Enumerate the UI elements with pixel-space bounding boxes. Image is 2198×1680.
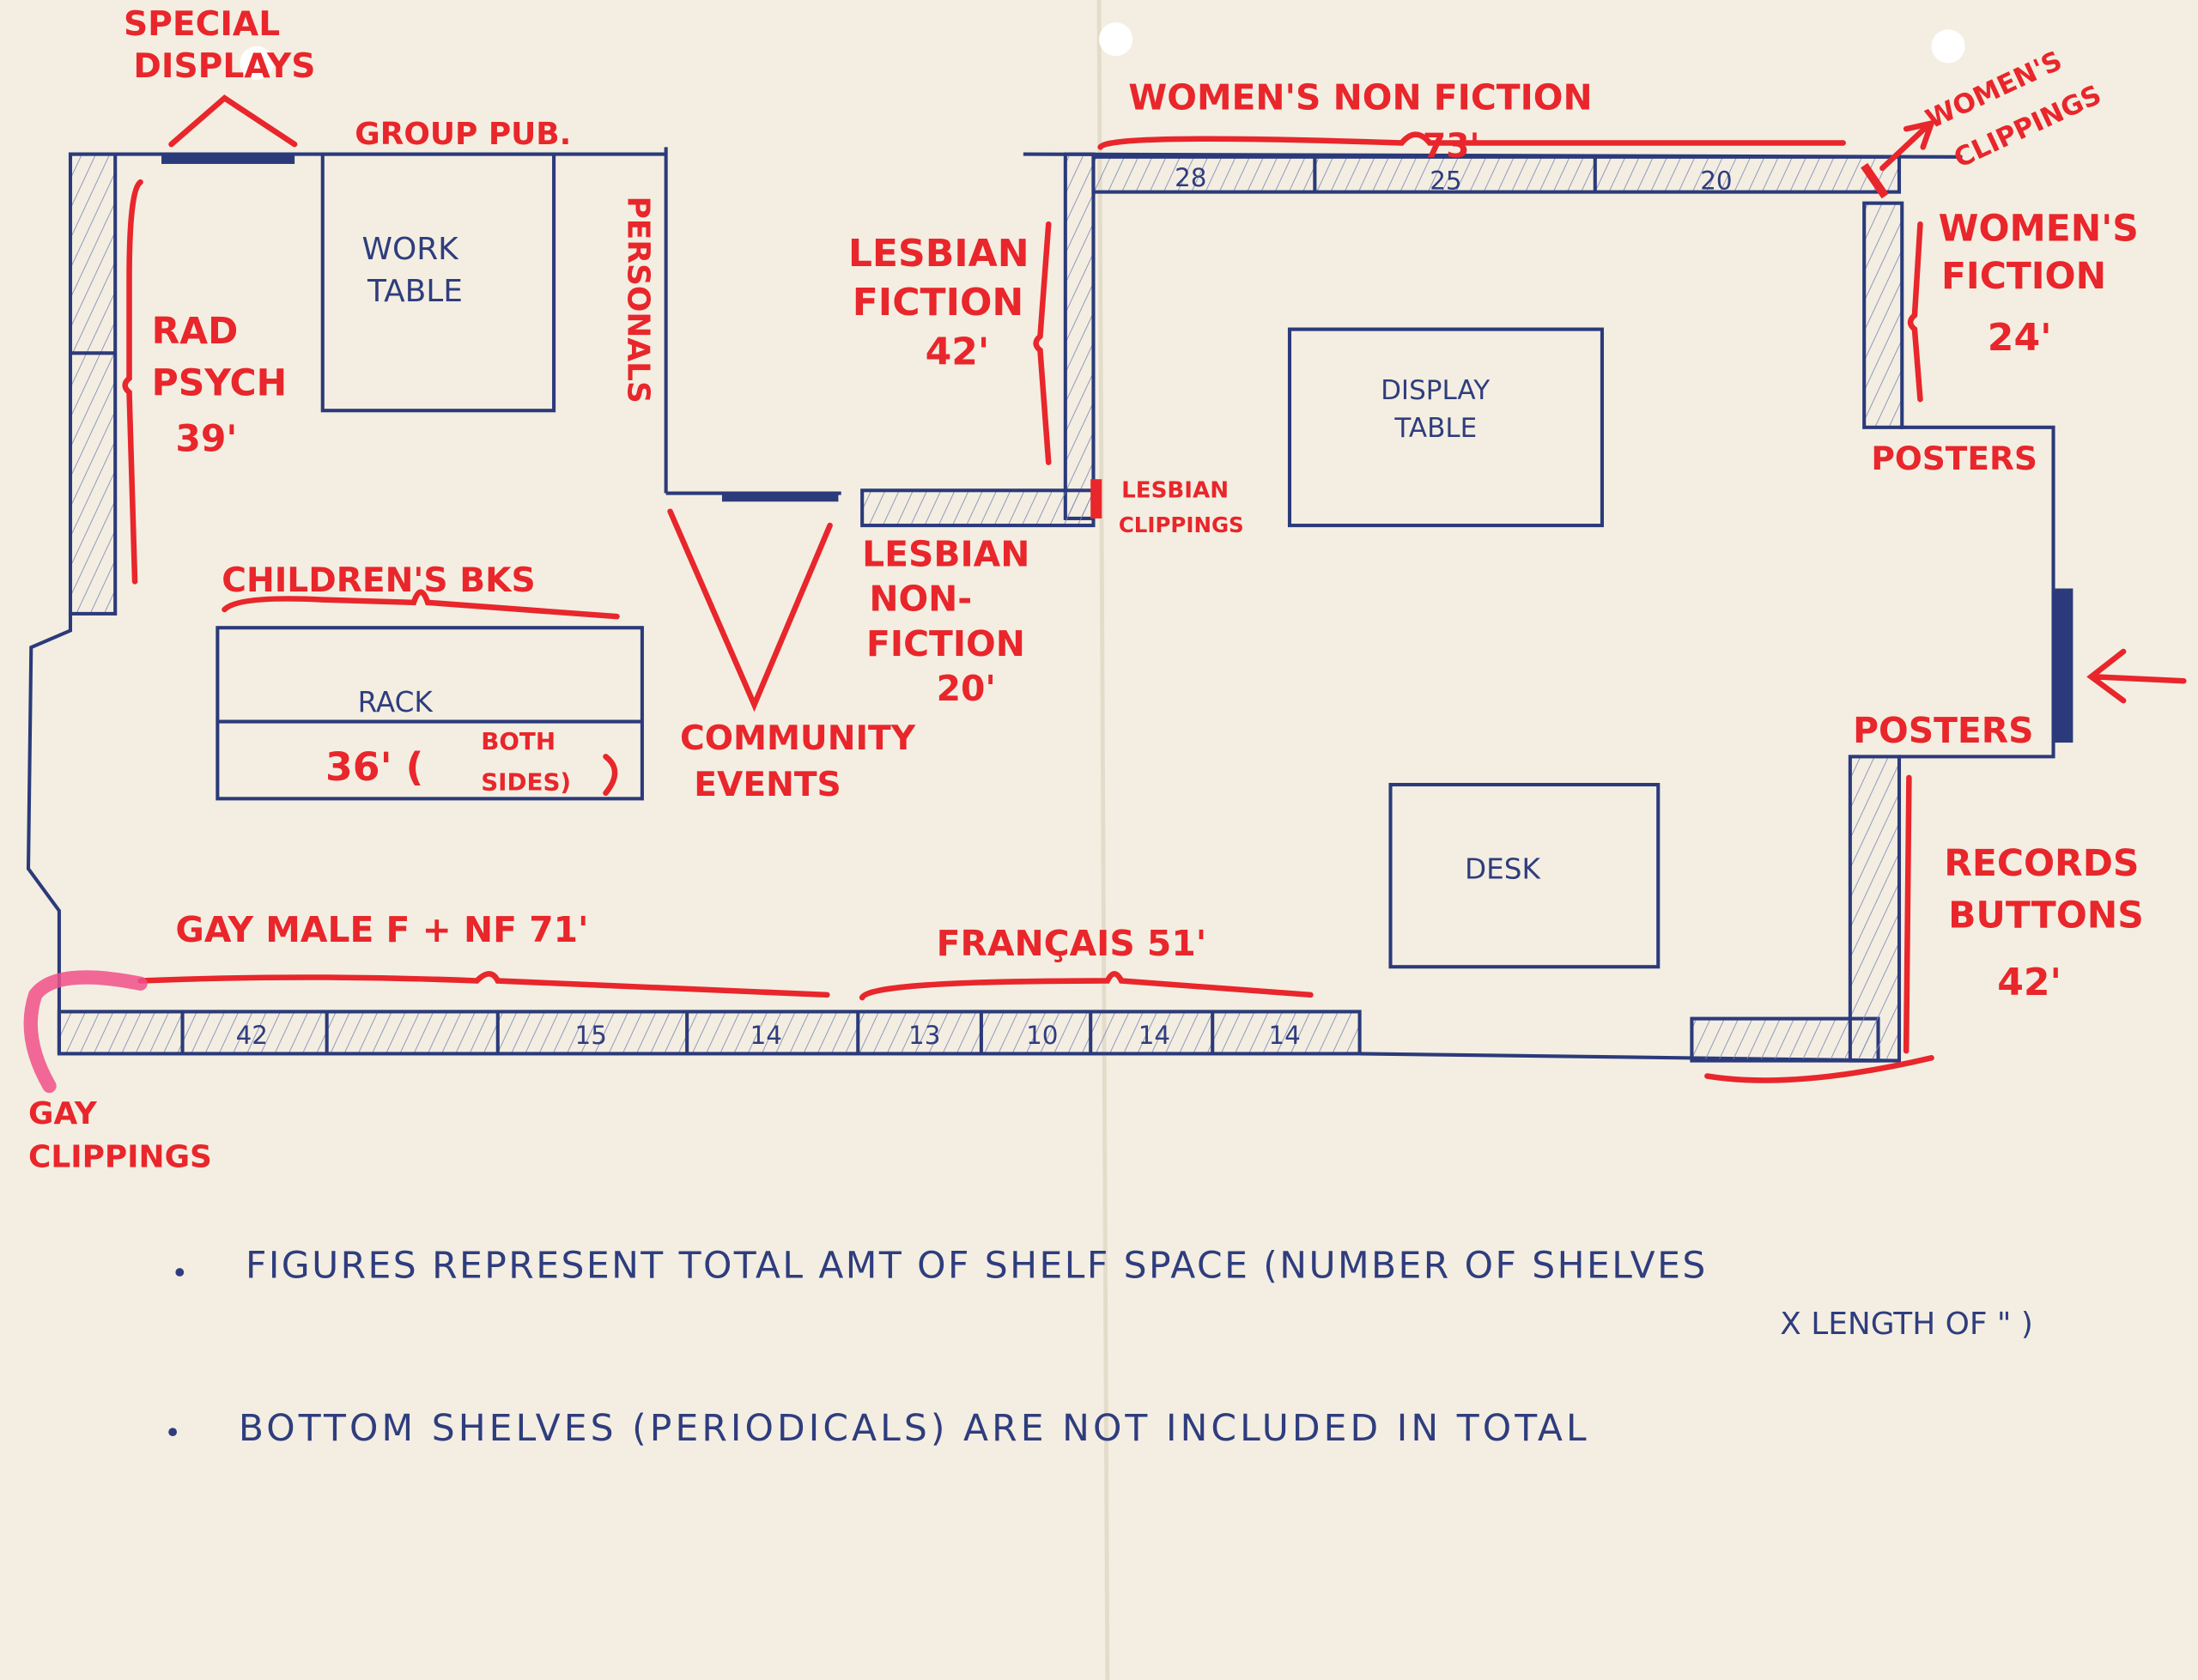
- shelf-value: 20: [1700, 166, 1732, 195]
- label-lesbian-clippings: CLIPPINGS: [1119, 512, 1244, 537]
- label-special-displays: SPECIAL: [124, 5, 280, 44]
- shelf-value: 15: [575, 1021, 607, 1050]
- shelf-lesbian-nonfiction: [860, 488, 1096, 528]
- label-childrens-bks: CHILDREN'S BKS: [222, 561, 535, 600]
- shelf-rad-psych: [68, 152, 118, 616]
- label-lesbian-clippings: LESBIAN: [1121, 477, 1229, 503]
- label-rad-psych: RAD: [152, 311, 239, 353]
- label-womens-nonfiction-size: 73': [1423, 127, 1479, 166]
- label-personals: PERSONALS: [621, 197, 656, 403]
- label-lesbian-nonfiction: LESBIAN: [862, 533, 1029, 574]
- special-displays-shelf: [161, 155, 295, 164]
- label-womens-fiction: FICTION: [1941, 256, 2106, 298]
- label-work-table: TABLE: [367, 274, 463, 309]
- note-1-continued: X LENGTH OF " ): [1780, 1307, 2033, 1342]
- label-rad-psych: PSYCH: [152, 362, 288, 404]
- label-records-buttons: BUTTONS: [1948, 895, 2144, 937]
- walls: [26, 147, 2074, 1063]
- shelf-value: 14: [1268, 1021, 1300, 1050]
- shelf-bottom: [57, 1010, 1362, 1056]
- entrance-door: [2055, 588, 2074, 743]
- shelf-records-vertical: [1848, 755, 1902, 1063]
- label-posters-top: POSTERS: [1871, 440, 2037, 477]
- label-francais: FRANÇAIS 51': [937, 923, 1207, 964]
- punch-hole: [1099, 22, 1133, 57]
- label-gay-clippings: GAY: [28, 1096, 98, 1131]
- label-rack-size: BOTH: [481, 727, 556, 755]
- label-lesbian-fiction: FICTION: [853, 281, 1024, 324]
- label-womens-fiction: WOMEN'S: [1939, 209, 2139, 251]
- brackets: [122, 94, 1934, 1083]
- label-womens-fiction-size: 24': [1988, 316, 2052, 360]
- punch-hole: [240, 45, 274, 81]
- label-gay-male: GAY MALE F + NF 71': [175, 909, 588, 950]
- label-lesbian-fiction-size: 42': [926, 330, 990, 373]
- shelf-value: 42: [236, 1021, 268, 1050]
- shelf-value: 13: [908, 1021, 940, 1050]
- note-2: BOTTOM SHELVES (PERIODICALS) ARE NOT INC…: [239, 1408, 1590, 1450]
- label-desk: DESK: [1465, 852, 1541, 885]
- label-display-table: DISPLAY: [1381, 375, 1490, 406]
- label-rad-psych-size: 39': [175, 419, 237, 461]
- label-lesbian-fiction: LESBIAN: [848, 232, 1029, 276]
- shelf-womens-fiction: [1862, 201, 1904, 429]
- label-rack-size: SIDES): [481, 768, 571, 797]
- label-lesbian-nonfiction-size: 20': [937, 668, 996, 709]
- label-gay-clippings: CLIPPINGS: [28, 1140, 212, 1175]
- note-bullet: [168, 1428, 178, 1436]
- label-community-events: EVENTS: [694, 766, 841, 804]
- arrow-up-right-icon: [1879, 119, 1936, 172]
- label-records-buttons: RECORDS: [1944, 843, 2139, 885]
- shelf-womens-nonfiction: [1091, 155, 1902, 194]
- label-group-pub: GROUP PUB.: [355, 117, 571, 152]
- label-lesbian-nonfiction: FICTION: [866, 623, 1025, 664]
- label-community-events: COMMUNITY: [680, 719, 916, 758]
- shelf-value: 14: [750, 1021, 782, 1050]
- label-work-table: WORK: [361, 232, 459, 267]
- work-table: [320, 152, 556, 413]
- gay-clippings-pointer: [23, 970, 148, 1094]
- label-records-buttons-size: 42': [1997, 961, 2061, 1004]
- shelf-value: 14: [1138, 1021, 1170, 1050]
- display-table: [1287, 327, 1604, 528]
- rack: [216, 626, 644, 801]
- label-rack-size: 36' (: [325, 744, 423, 790]
- door-community: [721, 491, 839, 502]
- arrow-left-icon: [2086, 648, 2187, 704]
- note-1: FIGURES REPRESENT TOTAL AMT OF SHELF SPA…: [246, 1246, 1708, 1288]
- punch-hole: [1931, 29, 1965, 64]
- label-lesbian-nonfiction: NON-: [869, 579, 972, 620]
- label-special-displays: DISPLAYS: [133, 47, 315, 86]
- shelf-value: 10: [1026, 1021, 1058, 1050]
- label-posters-bottom: POSTERS: [1853, 710, 2033, 751]
- desk: [1388, 782, 1661, 969]
- shelf-value: 28: [1175, 163, 1206, 192]
- label-display-table: TABLE: [1393, 413, 1477, 444]
- shelf-lesbian-fiction: [1063, 152, 1096, 520]
- shelf-value: 25: [1430, 166, 1461, 195]
- label-womens-nonfiction: WOMEN'S NON FICTION: [1128, 76, 1592, 118]
- label-rack: RACK: [358, 686, 434, 719]
- note-bullet: [175, 1268, 185, 1277]
